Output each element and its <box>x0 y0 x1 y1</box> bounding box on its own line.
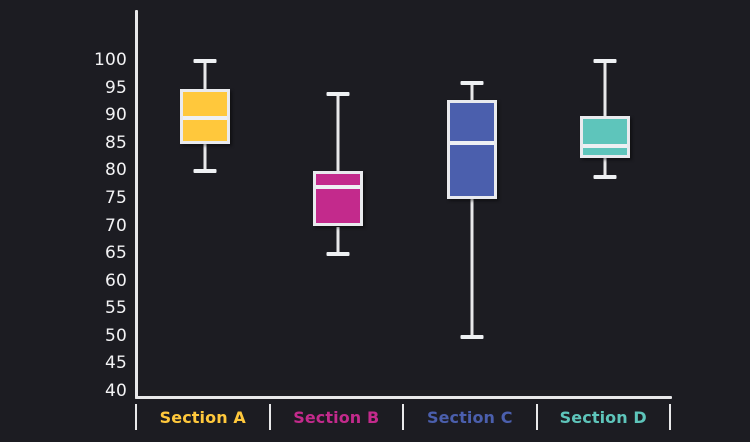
box-plot-section-b[interactable] <box>313 0 364 399</box>
y-axis-tick-label: 75 <box>104 187 127 208</box>
upper-whisker-line <box>336 94 340 172</box>
median-line <box>182 116 227 121</box>
y-axis-tick-labels: 100 95 90 85 80 75 70 65 60 55 50 45 40 <box>0 0 127 442</box>
box-plot-section-d[interactable] <box>580 0 631 399</box>
median-line <box>316 185 361 190</box>
y-axis-tick-label: 100 <box>93 50 127 70</box>
lower-whisker-line <box>470 198 474 337</box>
y-axis-tick-label: 45 <box>104 353 127 374</box>
y-axis-tick-label: 40 <box>104 381 127 401</box>
lower-whisker-cap <box>593 174 617 179</box>
interquartile-box[interactable] <box>313 171 364 227</box>
y-axis-tick-label: 55 <box>104 298 127 319</box>
box-plot-section-c[interactable] <box>446 0 497 399</box>
y-axis-tick-label: 65 <box>104 243 127 264</box>
legend-item-section-d[interactable]: Section D <box>559 407 647 427</box>
lower-whisker-line <box>203 143 207 172</box>
plot-area <box>138 0 672 399</box>
legend-divider <box>268 404 271 430</box>
legend-item-section-c[interactable]: Section C <box>426 407 513 427</box>
interquartile-box[interactable] <box>580 116 631 158</box>
legend-divider <box>669 404 671 430</box>
lower-whisker-line <box>336 226 340 255</box>
upper-whisker-line <box>203 61 207 89</box>
upper-whisker-line <box>603 61 607 117</box>
lower-whisker-cap <box>193 169 217 174</box>
upper-whisker-cap <box>193 59 217 63</box>
legend-item-section-b[interactable]: Section B <box>293 407 380 427</box>
lower-whisker-line <box>603 157 607 177</box>
x-axis-line <box>135 396 672 399</box>
y-axis-tick-label: 85 <box>104 132 127 153</box>
interquartile-box[interactable] <box>446 99 497 199</box>
legend-divider <box>402 404 404 430</box>
y-axis-line <box>135 10 138 399</box>
lower-whisker-cap <box>326 252 350 257</box>
y-axis-tick-label: 80 <box>104 160 127 181</box>
upper-whisker-cap <box>326 92 350 97</box>
y-axis-tick-label: 60 <box>104 270 127 291</box>
median-line <box>583 143 628 148</box>
upper-whisker-line <box>470 83 474 100</box>
legend-divider <box>535 404 538 430</box>
legend: Section A Section B Section C Section D <box>135 399 671 435</box>
legend-divider <box>135 404 137 430</box>
upper-whisker-cap <box>460 81 484 86</box>
box-plot-section-a[interactable] <box>179 0 230 399</box>
y-axis-tick-label: 95 <box>104 77 127 98</box>
y-axis-tick-label: 90 <box>104 105 127 126</box>
interquartile-box[interactable] <box>179 88 230 144</box>
y-axis-tick-label: 50 <box>104 325 127 346</box>
legend-item-section-a[interactable]: Section A <box>159 407 246 427</box>
median-line <box>449 140 494 145</box>
upper-whisker-cap <box>593 59 617 63</box>
lower-whisker-cap <box>460 334 484 339</box>
y-axis-tick-label: 70 <box>104 215 127 236</box>
